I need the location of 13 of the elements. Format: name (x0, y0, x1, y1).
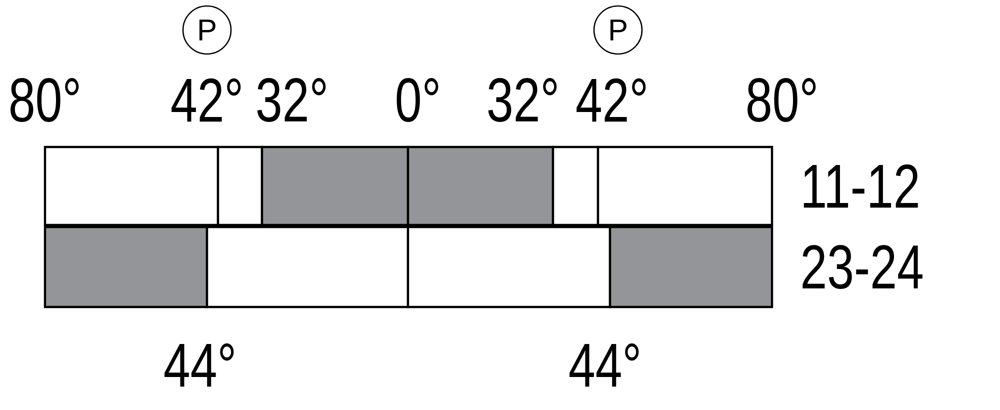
angle-label: 42° (172, 78, 241, 122)
node-label: 23-24 (802, 245, 922, 289)
angle-label: 42° (576, 78, 646, 122)
node-label: 11-12 (804, 164, 918, 208)
angle-label: 32° (257, 78, 326, 122)
angle-label: 44° (570, 343, 639, 387)
angle-label: 44° (164, 343, 234, 387)
angle-label: 0° (396, 78, 438, 122)
angle-label: 80° (748, 78, 816, 122)
contact-bar: 23-24 (44, 226, 922, 308)
contact-bar: 11-12 (44, 146, 918, 226)
angle-label: 32° (488, 78, 557, 122)
angle-label: 80° (10, 78, 79, 122)
